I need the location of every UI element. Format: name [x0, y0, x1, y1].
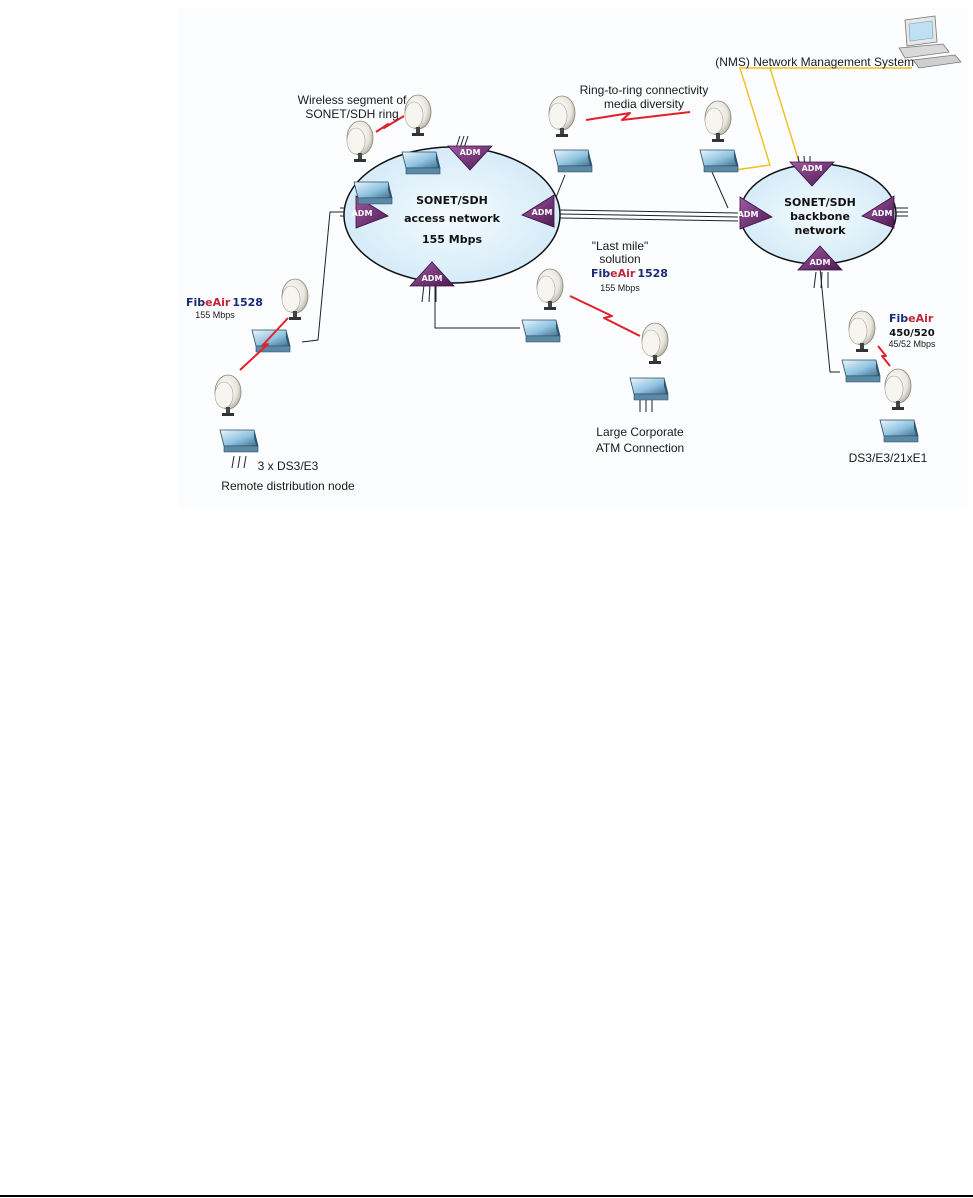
ring-to-ring-label-line2: media diversity: [604, 97, 684, 111]
switch-box-ring-to-ring-right: [699, 149, 739, 173]
svg-text:ADM: ADM: [422, 274, 443, 283]
access-ring-rate: 155 Mbps: [422, 233, 482, 246]
switch-box-wireless-segment: [401, 151, 441, 175]
nms-label: (NMS) Network Management System: [715, 55, 914, 69]
wired-links: [301, 135, 908, 373]
adm-node-access-bottom: ADM: [409, 261, 455, 287]
wireless-segment-label-line1: Wireless segment of: [298, 93, 407, 107]
svg-text:ADM: ADM: [352, 209, 373, 218]
remote-node-label-line2: Remote distribution node: [221, 479, 355, 493]
switch-box-remote-node: [219, 429, 259, 453]
switch-box-corporate: [629, 377, 669, 401]
switch-box-left-ring: [353, 181, 393, 205]
nms-connections: [734, 67, 912, 171]
ds3-e3-e1-label: DS3/E3/21xE1: [849, 451, 928, 465]
adm-node-backbone-left: ADM: [738, 196, 773, 230]
svg-text:ADM: ADM: [810, 258, 831, 267]
wireless-links: [239, 111, 891, 371]
ring-to-ring-label-line1: Ring-to-ring connectivity: [580, 83, 709, 97]
backbone-ring-title: SONET/SDH: [784, 196, 856, 209]
remote-node-label-line1: 3 x DS3/E3: [258, 459, 319, 473]
switch-box-backbone-right: [841, 359, 881, 383]
corporate-label-line2: ATM Connection: [596, 441, 684, 455]
access-ring-subtitle: access network: [404, 212, 501, 225]
computer-icon: [898, 15, 962, 69]
adm-node-backbone-bottom: ADM: [797, 245, 843, 271]
last-mile-label-line1: "Last mile": [592, 239, 649, 253]
fibeair-450-520-brand: FibeAir 450/520 45/52 Mbps: [888, 312, 936, 349]
backbone-rate: 45/52 Mbps: [888, 339, 936, 349]
svg-text:ADM: ADM: [738, 210, 759, 219]
svg-text:FibeAir: FibeAir: [889, 312, 934, 325]
switch-box-ring-to-ring-left: [553, 149, 593, 173]
svg-text:ADM: ADM: [872, 209, 893, 218]
access-ring-title: SONET/SDH: [416, 194, 488, 207]
adm-node-access-right: ADM: [521, 194, 555, 228]
adm-node-access-top: ADM: [447, 145, 493, 171]
wireless-segment-label-line2: SONET/SDH ring: [305, 107, 398, 121]
fibeair-model-450-520: 450/520: [889, 328, 934, 339]
adm-node-backbone-top: ADM: [789, 161, 835, 187]
switch-box-ds3: [879, 419, 919, 443]
last-mile-label-line2: solution: [599, 252, 640, 266]
last-mile-rate: 155 Mbps: [600, 283, 640, 293]
page-bottom-rule: [0, 1195, 973, 1197]
backbone-ring-subtitle: backbone: [790, 210, 850, 223]
backbone-ring-label: network: [794, 224, 846, 237]
svg-text:ADM: ADM: [802, 164, 823, 173]
corporate-label-line1: Large Corporate: [596, 425, 684, 439]
switch-box-last-mile: [521, 319, 561, 343]
adm-node-access-left: ADM: [352, 195, 389, 229]
svg-text:ADM: ADM: [460, 148, 481, 157]
backbone-ring: SONET/SDH backbone network: [739, 163, 897, 265]
remote-rate: 155 Mbps: [195, 310, 235, 320]
box-tributaries: [231, 400, 653, 469]
svg-text:ADM: ADM: [532, 208, 553, 217]
access-ring: SONET/SDH access network 155 Mbps: [343, 146, 561, 284]
switch-box-remote-link: [251, 329, 291, 353]
adm-node-backbone-right: ADM: [861, 195, 895, 229]
